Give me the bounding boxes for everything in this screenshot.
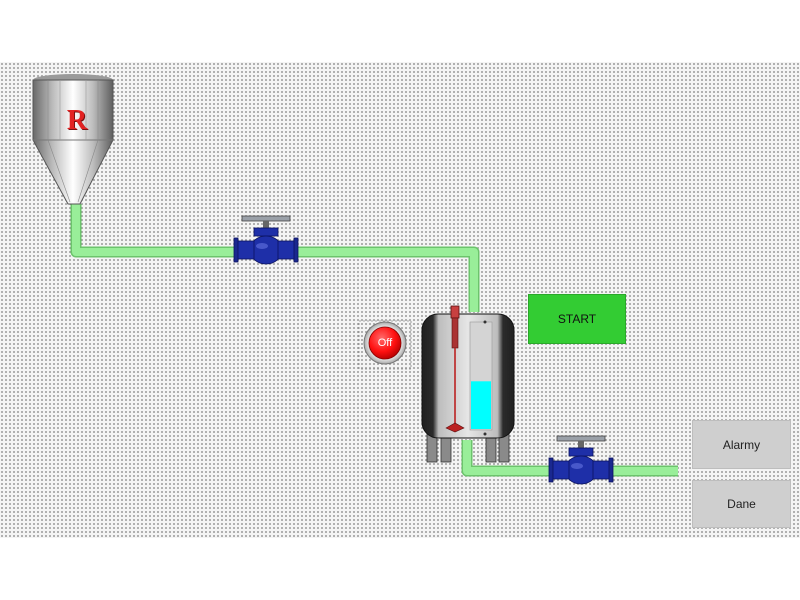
hopper-logo-letter: R <box>66 105 88 136</box>
off-label: Off <box>377 337 393 349</box>
off-indicator-button[interactable]: Off <box>358 320 412 370</box>
data-button[interactable]: Dane <box>692 480 791 528</box>
process-canvas <box>0 62 800 538</box>
tank-level-indicator <box>471 381 491 429</box>
gate-valve-icon[interactable] <box>233 215 299 265</box>
off-indicator-icon <box>358 320 412 370</box>
alarms-button[interactable]: Alarmy <box>692 420 791 469</box>
mixing-tank-icon <box>421 313 515 463</box>
gate-valve-icon[interactable] <box>548 435 614 485</box>
agitator-icon <box>445 305 465 433</box>
silo-hopper-icon <box>32 74 114 205</box>
start-button[interactable]: START <box>528 294 626 344</box>
